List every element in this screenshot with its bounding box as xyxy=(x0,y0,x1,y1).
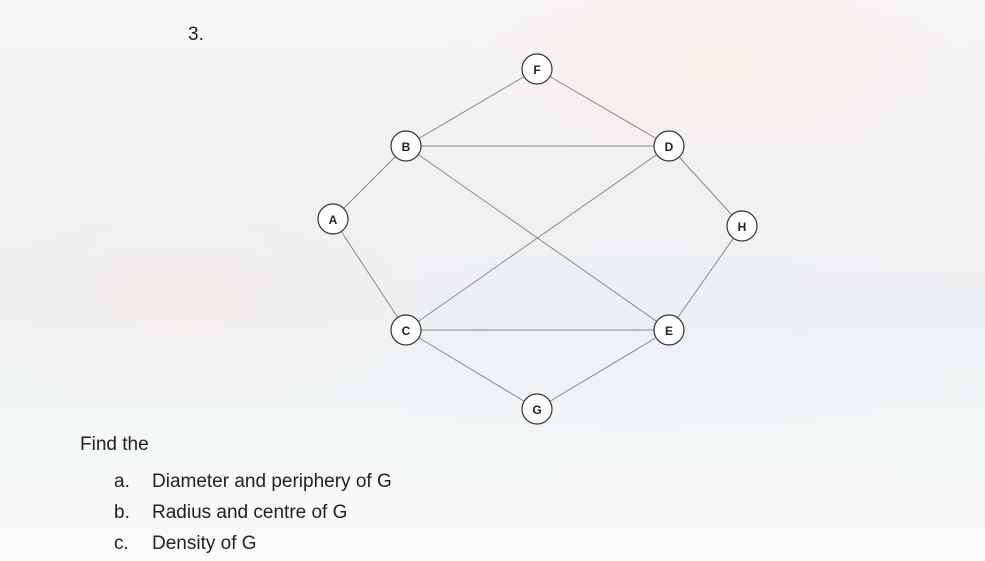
node-c: C xyxy=(390,314,422,346)
node-b: B xyxy=(390,130,422,162)
node-label: E xyxy=(665,324,673,338)
node-label: D xyxy=(665,140,674,154)
question-item-a: a. Diameter and periphery of G xyxy=(114,466,392,497)
node-g: G xyxy=(521,393,553,425)
problem-number: 3. xyxy=(188,24,204,45)
question-text: Radius and centre of G xyxy=(152,501,348,523)
questions-intro: Find the xyxy=(80,434,149,455)
graph-nodes: A B C D E F G H xyxy=(317,53,758,425)
question-marker: b. xyxy=(114,501,130,523)
edge-c-g xyxy=(405,329,538,410)
node-circle xyxy=(317,203,349,235)
edge-f-d xyxy=(536,68,670,147)
node-circle xyxy=(390,314,422,346)
questions-block: Find the a. Diameter and periphery of G … xyxy=(80,434,392,559)
edge-d-c xyxy=(405,145,670,331)
node-label: F xyxy=(533,63,540,77)
question-item-b: b. Radius and centre of G xyxy=(114,497,392,528)
node-label: A xyxy=(329,213,338,227)
node-label: C xyxy=(402,324,411,338)
node-h: H xyxy=(726,210,758,242)
edge-a-b xyxy=(332,145,407,220)
graph-edges xyxy=(332,68,743,410)
node-label: H xyxy=(738,220,747,234)
node-label: G xyxy=(532,403,541,417)
node-circle xyxy=(653,314,685,346)
question-marker: c. xyxy=(114,532,129,554)
question-text: Density of G xyxy=(152,532,257,554)
node-a: A xyxy=(317,203,349,235)
edge-h-e xyxy=(668,225,743,331)
node-circle xyxy=(653,130,685,162)
edge-g-e xyxy=(536,329,670,410)
node-circle xyxy=(726,210,758,242)
node-circle xyxy=(521,53,553,85)
question-marker: a. xyxy=(114,470,130,492)
questions-list: a. Diameter and periphery of G b. Radius… xyxy=(80,466,392,559)
edge-d-h xyxy=(668,145,743,227)
node-circle xyxy=(521,393,553,425)
node-e: E xyxy=(653,314,685,346)
node-circle xyxy=(390,130,422,162)
node-f: F xyxy=(521,53,553,85)
node-label: B xyxy=(402,140,411,154)
edge-a-c xyxy=(332,218,407,331)
question-item-c: c. Density of G xyxy=(114,528,392,559)
node-d: D xyxy=(653,130,685,162)
question-text: Diameter and periphery of G xyxy=(152,470,392,492)
edge-b-f xyxy=(405,68,538,147)
